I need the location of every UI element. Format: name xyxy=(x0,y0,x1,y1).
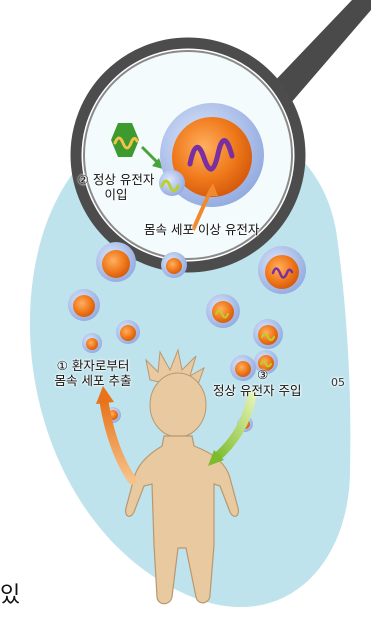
cell-7 xyxy=(253,319,283,349)
page-number: 05 xyxy=(331,375,345,390)
cell-3 xyxy=(258,246,306,294)
label-abnormal-gene: 몸속 세포 이상 유전자 xyxy=(144,222,259,237)
patient-head xyxy=(150,373,206,437)
label-step1-extraction: ① 환자로부터 몸속 세포 추출 xyxy=(38,358,148,388)
cell-6 xyxy=(116,320,140,344)
cell-8 xyxy=(82,333,102,353)
cut-off-text: 있 xyxy=(0,583,20,609)
step1-line2: 몸속 세포 추출 xyxy=(38,373,148,388)
cell-2 xyxy=(161,252,187,278)
cell-5 xyxy=(206,294,240,328)
label-step3-number: ③ xyxy=(257,367,268,382)
cell-1 xyxy=(96,242,136,282)
step1-line1: ① 환자로부터 xyxy=(38,358,148,373)
cell-10 xyxy=(230,355,256,381)
step2-line1: ② 정상 유전자 xyxy=(66,172,166,187)
label-step3-injection: 정상 유전자 주입 xyxy=(213,383,301,398)
label-step2-gene-transfer: ② 정상 유전자 이입 xyxy=(66,172,166,202)
cell-4 xyxy=(68,289,100,321)
step2-line2: 이입 xyxy=(66,187,166,202)
